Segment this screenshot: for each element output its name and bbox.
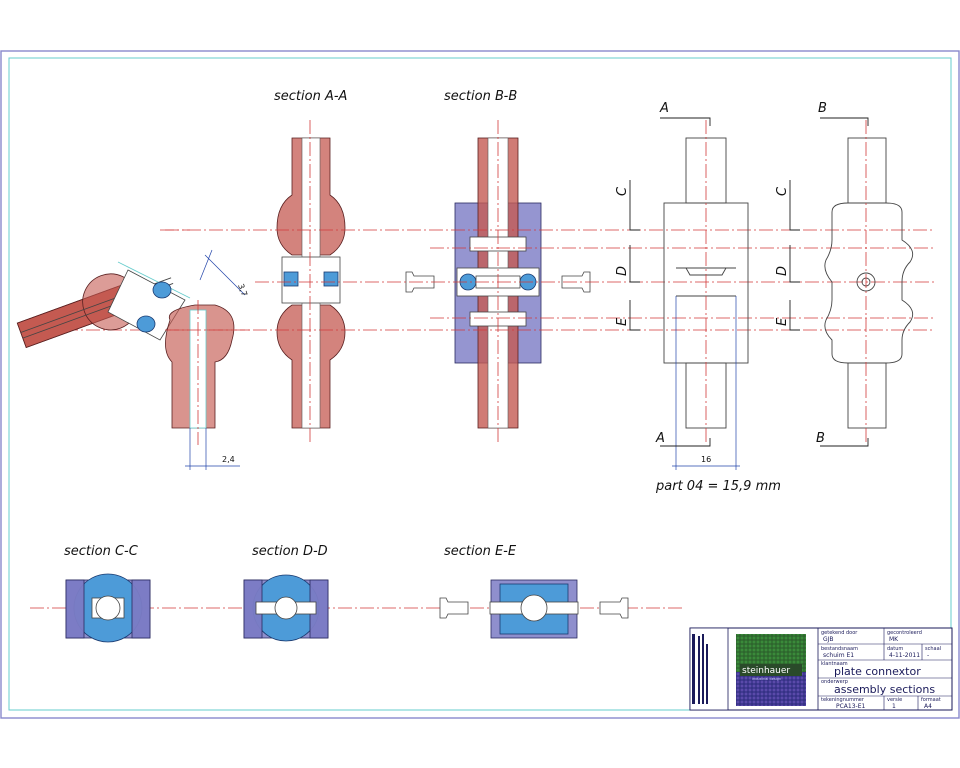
checked-value: MK — [889, 636, 899, 643]
cut-d1: D — [615, 266, 630, 276]
section-cc-view — [65, 573, 151, 643]
format-label: formaat — [921, 697, 941, 703]
sheet-border-outer — [0, 50, 960, 719]
number-value: PCA13-E1 — [836, 703, 866, 710]
section-cc-label: section C-C — [64, 544, 139, 559]
section-aa-label: section A-A — [274, 89, 347, 104]
number-label: tekeningnummer — [821, 697, 865, 703]
date-value: 4-11-2011 — [889, 652, 920, 659]
dimension-3-7: 3,7 — [236, 283, 249, 298]
checked-label: gecontroleerd — [887, 630, 922, 636]
drawn-by-value: GJB — [823, 636, 834, 643]
dimension-2-4: 2,4 — [222, 455, 235, 464]
file-label: bestandsnaam — [821, 646, 858, 652]
cut-e1: E — [615, 317, 630, 326]
version-value: 1 — [892, 703, 896, 710]
cut-c2: C — [775, 186, 790, 196]
subject-label: onderwerp — [821, 679, 848, 685]
front-view: 16 A A C D E — [615, 101, 749, 470]
cut-a-top: A — [659, 101, 669, 116]
section-dd-label: section D-D — [252, 544, 328, 559]
section-ee-label: section E-E — [444, 544, 517, 559]
format-value: A4 — [924, 703, 932, 710]
scale-value: - — [927, 652, 929, 659]
cut-d2: D — [775, 266, 790, 276]
section-bb-label: section B-B — [444, 89, 517, 104]
section-dd-view — [243, 574, 329, 642]
cut-b-bottom: B — [816, 431, 825, 446]
side-view: B B C D E — [775, 101, 914, 447]
logo-sub: industrial design — [752, 677, 781, 681]
client-value: plate connextor — [834, 665, 921, 678]
section-aa-view — [276, 120, 346, 445]
cut-a-bottom: A — [655, 431, 665, 446]
angled-assembly-view: 3,7 2,4 — [16, 229, 250, 470]
dimension-16: 16 — [701, 455, 711, 464]
title-block: steinhauer industrial design getekend do… — [689, 627, 953, 711]
logo-text: steinhauer — [742, 666, 790, 676]
client-label: klantnaam — [821, 661, 848, 667]
subject-value: assembly sections — [834, 683, 935, 696]
section-ee-view — [439, 579, 629, 639]
sheet-border-inner — [8, 57, 952, 711]
version-label: versie — [887, 697, 902, 703]
part-note: part 04 = 15,9 mm — [655, 479, 781, 494]
file-value: schuim E1 — [823, 652, 854, 659]
section-bb-view — [405, 120, 591, 445]
cut-e2: E — [775, 317, 790, 326]
cut-b-top: B — [818, 101, 827, 116]
scale-label: schaal — [925, 646, 941, 652]
cut-c1: C — [615, 186, 630, 196]
date-label: datum — [887, 646, 903, 652]
drawn-by-label: getekend door — [821, 630, 858, 636]
